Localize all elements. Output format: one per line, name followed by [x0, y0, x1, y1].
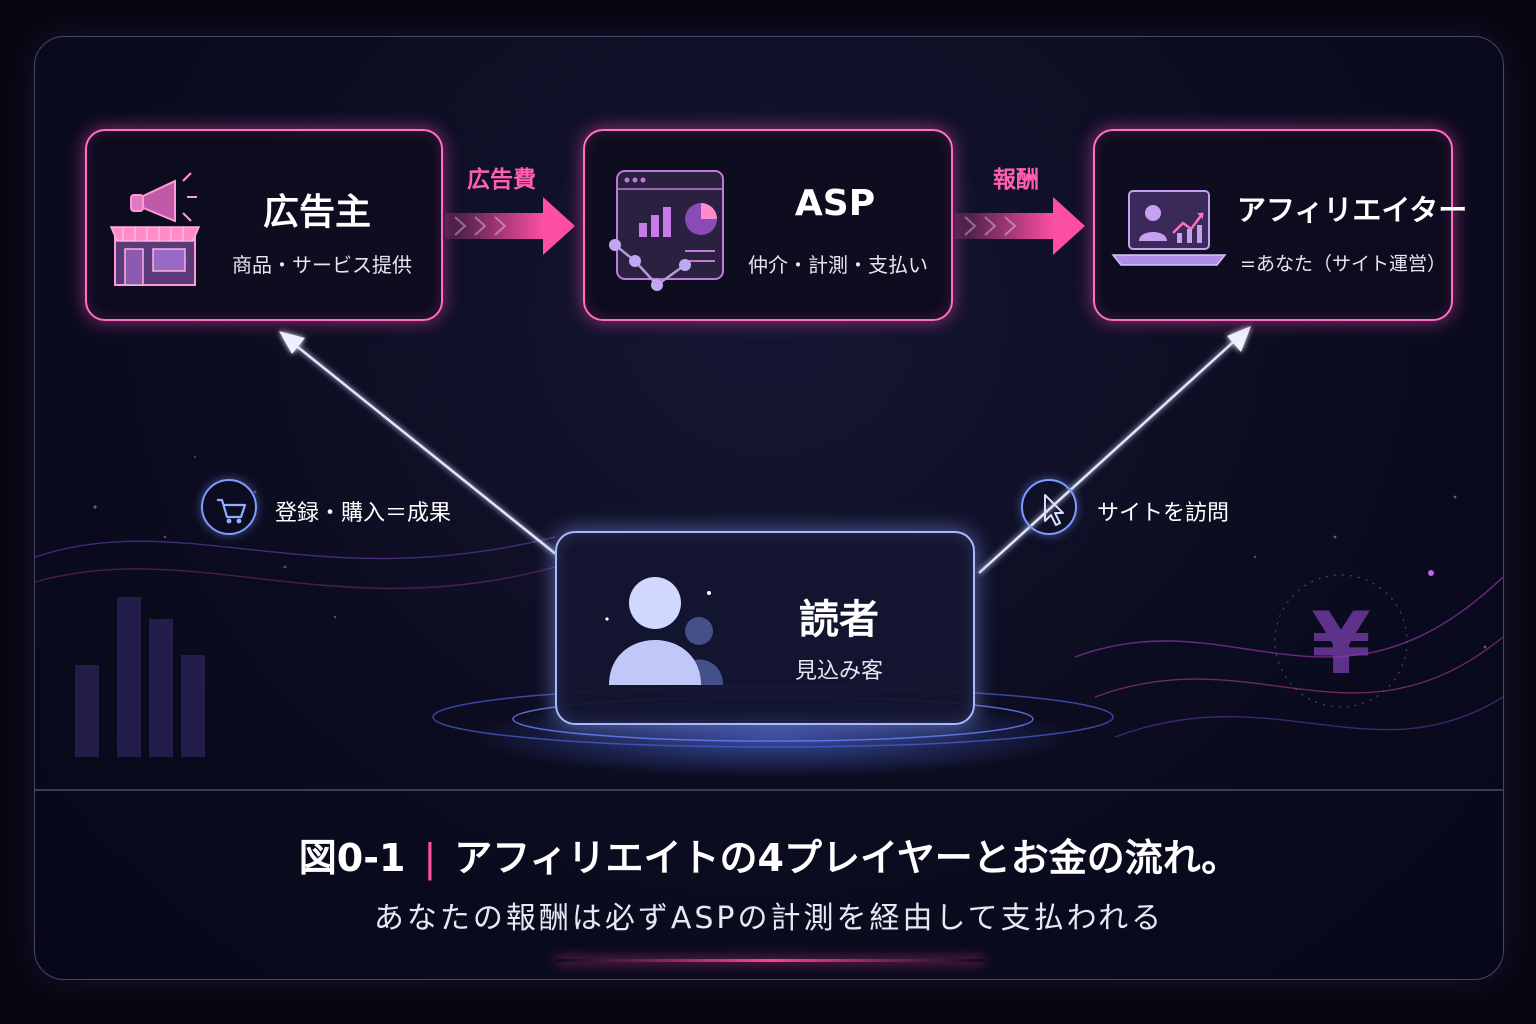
edge-label-reward: 報酬 [993, 167, 1039, 193]
asp-subtitle: 仲介・計測・支払い [748, 253, 928, 277]
asp-node: ASP 仲介・計測・支払い [583, 129, 953, 321]
figure-title: アフィリエイトの4プレイヤーとお金の流れ。 [454, 836, 1240, 880]
shopping-cart-icon [201, 479, 257, 535]
decorative-bars [75, 597, 205, 757]
caption-separator: | [423, 836, 437, 880]
asp-title: ASP [794, 183, 876, 224]
affiliate-title: アフィリエイター [1237, 193, 1468, 227]
yen-symbol: ¥ [1311, 594, 1371, 694]
figure-caption-title: 図0-1 | アフィリエイトの4プレイヤーとお金の流れ。 [35, 827, 1503, 882]
laptop-user-icon [1111, 190, 1227, 266]
arrow-advertiser-to-asp [445, 197, 575, 255]
advertiser-title: 広告主 [262, 192, 371, 233]
edge-label-conversion: 登録・購入＝成果 [275, 501, 452, 526]
users-icon [605, 577, 723, 685]
edge-label-ad-fee: 広告費 [467, 167, 536, 193]
bottom-accent-line [555, 959, 985, 962]
decorative-particles [93, 456, 1487, 649]
diagram-panel: ¥ [34, 36, 1504, 980]
reader-subtitle: 見込み客 [794, 659, 883, 684]
arrow-reader-to-affiliate [978, 326, 1251, 574]
affiliate-subtitle: =あなた（サイト運営） [1240, 253, 1446, 275]
cursor-pointer-icon [1021, 479, 1077, 535]
edge-label-site-visit: サイトを訪問 [1097, 501, 1230, 526]
advertiser-node: 広告主 商品・サービス提供 [85, 129, 443, 321]
affiliate-node: アフィリエイター =あなた（サイト運営） [1093, 129, 1468, 321]
advertiser-subtitle: 商品・サービス提供 [232, 253, 412, 277]
storefront-megaphone-icon [109, 172, 201, 286]
figure-number: 図0-1 [298, 836, 406, 880]
reader-node: 読者 見込み客 [555, 531, 975, 725]
arrow-asp-to-affiliate [955, 197, 1085, 255]
decorative-waves [35, 536, 1503, 738]
analytics-dashboard-icon [609, 170, 724, 291]
yen-coin-icon: ¥ [1274, 574, 1408, 708]
figure-caption-subtitle: あなたの報酬は必ずASPの計測を経由して支払われる [373, 901, 1165, 936]
arrow-reader-to-advertiser [279, 331, 558, 556]
reader-title: 読者 [799, 597, 879, 643]
caption-divider [35, 789, 1503, 791]
